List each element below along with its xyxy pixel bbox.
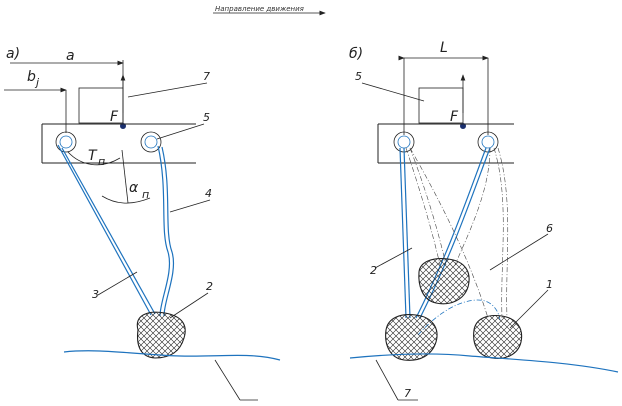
label-3: 4 xyxy=(205,187,212,200)
label-7-b: 7 xyxy=(404,387,411,400)
panel-b: б) L F xyxy=(349,40,619,401)
angle-alpha-sub: п xyxy=(142,188,149,201)
angle-alpha: α xyxy=(129,180,139,196)
stone-1 xyxy=(136,311,186,359)
panel-a-title: а) xyxy=(6,46,20,62)
dim-b-label: b xyxy=(27,69,36,85)
dim-L-label: L xyxy=(440,40,448,56)
dim-b-sub: j xyxy=(34,76,40,89)
ground-7-b xyxy=(349,353,619,373)
force-label-b: F xyxy=(450,109,459,125)
stone-middle xyxy=(418,258,470,305)
stone-right xyxy=(473,314,523,359)
label-4: 5 xyxy=(203,111,210,124)
stone-left xyxy=(385,314,438,361)
direction-header: Направление движения xyxy=(213,5,326,16)
label-5: 7 xyxy=(203,70,210,83)
cable-3 xyxy=(157,145,171,317)
label-2: 3 xyxy=(92,288,99,301)
pulley-left xyxy=(55,131,77,153)
ground-7 xyxy=(63,350,281,361)
angle-T-sub: п xyxy=(98,155,105,168)
panel-a: а) a b j F T п α xyxy=(4,46,281,401)
label-5-b: 5 xyxy=(355,70,362,83)
direction-label: Направление движения xyxy=(215,5,304,13)
dim-a-label: a xyxy=(66,48,75,64)
label-1-b: 1 xyxy=(546,278,553,291)
pulley-right xyxy=(140,131,162,153)
cable-2 xyxy=(57,144,152,316)
force-label: F xyxy=(110,109,119,125)
label-6-b: 6 xyxy=(546,222,553,235)
label-2-b: 2 xyxy=(370,264,377,277)
panel-b-title: б) xyxy=(349,46,363,62)
angle-T: T xyxy=(88,148,98,164)
trajectory-6 xyxy=(417,299,501,336)
label-1: 2 xyxy=(206,280,213,293)
